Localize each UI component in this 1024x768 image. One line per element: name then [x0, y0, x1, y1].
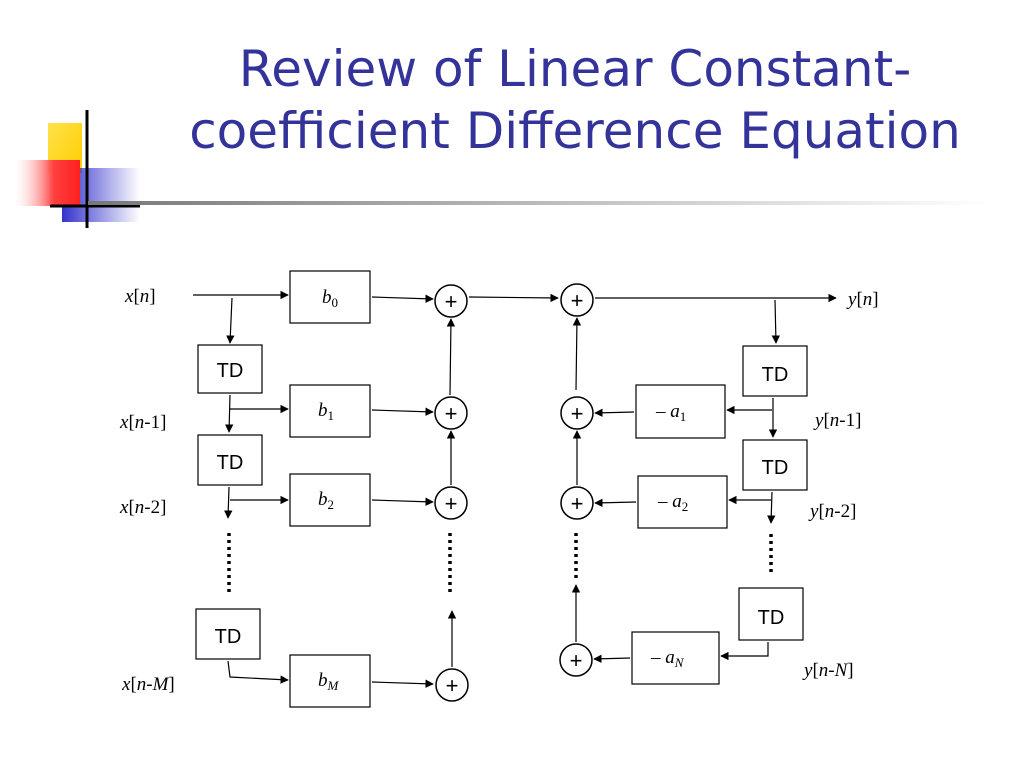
corner-decoration: [14, 110, 140, 228]
wire-b1-to-adder: [371, 407, 434, 416]
coef-box-a1: [635, 384, 726, 439]
delay-block-y-N: [738, 587, 804, 641]
wire-adder1-up: [446, 318, 456, 396]
wire-a1-to-adder: [594, 408, 635, 418]
wire-to-td-1: [226, 297, 235, 344]
coef-label-a1: – a1: [655, 401, 686, 424]
wire-ff-to-fb: [468, 293, 559, 303]
signal-label-y-n-2: y[n-2]: [808, 501, 856, 522]
coef-box-b2: [289, 473, 371, 527]
signal-label-x-n: x[n]: [124, 286, 156, 307]
delay-label: TD: [762, 457, 789, 479]
wire-td2-down: [224, 486, 233, 519]
delay-block-x-1: [197, 344, 263, 394]
coef-box-b1: [289, 384, 371, 438]
coef-box-bM: [289, 654, 371, 708]
wire-tdy2-down: [767, 491, 776, 524]
delay-label: TD: [217, 452, 244, 474]
coef-label-b1: b1: [318, 400, 334, 423]
signal-label-y-n-N: y[n-N]: [802, 660, 854, 681]
wire-to-bM: [227, 660, 289, 684]
wire-b0-to-adder: [371, 294, 434, 303]
adder-fb-0: [560, 283, 594, 317]
coef-label-b0: b0: [322, 287, 338, 310]
title-underline: [88, 201, 988, 205]
adder-plus: +: [446, 673, 459, 698]
delay-block-y-2: [742, 439, 808, 491]
slide-title: Review of Linear Constant- coefficient D…: [140, 38, 1010, 162]
deco-red-square: [14, 160, 80, 206]
adder-plus: +: [445, 491, 458, 516]
delay-label: TD: [762, 364, 789, 386]
coef-box-b0: [289, 270, 371, 324]
coef-label-aN: – aN: [650, 647, 685, 670]
wire-to-aN: [720, 642, 769, 661]
adder-plus: +: [570, 648, 583, 673]
adder-ff-M: [435, 668, 469, 702]
wire-bM-to-adder: [371, 679, 434, 688]
delay-block-x-2: [197, 434, 263, 486]
signal-label-x-n-M: x[n-M]: [121, 674, 175, 695]
delay-label: TD: [217, 360, 244, 382]
coef-label-b2: b2: [318, 489, 334, 512]
wire-td1-to-td2: [225, 394, 234, 433]
adder-fb-2: [560, 486, 594, 520]
delay-label: TD: [758, 607, 785, 629]
signal-label-y-n: y[n]: [846, 289, 879, 310]
wire-b2-to-adder: [371, 497, 434, 506]
adder-fb-1: [560, 396, 594, 430]
wire-to-td-y1: [771, 299, 781, 344]
adder-plus: +: [571, 288, 584, 313]
coef-box-aN: [631, 631, 720, 685]
adder-ff-1: [434, 396, 468, 430]
adder-plus: +: [445, 289, 458, 314]
adder-ff-2: [434, 486, 468, 520]
delay-label: TD: [215, 626, 242, 648]
wire-fb1-up: [572, 317, 582, 391]
adder-plus: +: [571, 491, 584, 516]
signal-label-x-n-2: x[n-2]: [119, 497, 166, 518]
adder-fb-N: [559, 643, 593, 677]
wire-aN-to-adder: [593, 654, 631, 663]
title-line-2: coefficient Difference Equation: [189, 102, 961, 160]
wire-a2-to-adder: [594, 498, 637, 508]
coef-label-bM: bM: [318, 670, 340, 693]
coef-box-a2: [637, 475, 728, 529]
adder-plus: +: [571, 401, 584, 426]
adder-ff-0: [434, 284, 468, 318]
delay-block-y-1: [742, 345, 808, 397]
title-line-1: Review of Linear Constant-: [238, 40, 912, 98]
signal-label-x-n-1: x[n-1]: [119, 412, 166, 433]
coef-label-a2: – a2: [657, 491, 688, 514]
delay-block-x-M: [195, 608, 261, 660]
signal-label-y-n-1: y[n-1]: [813, 410, 861, 431]
adder-plus: +: [445, 401, 458, 426]
